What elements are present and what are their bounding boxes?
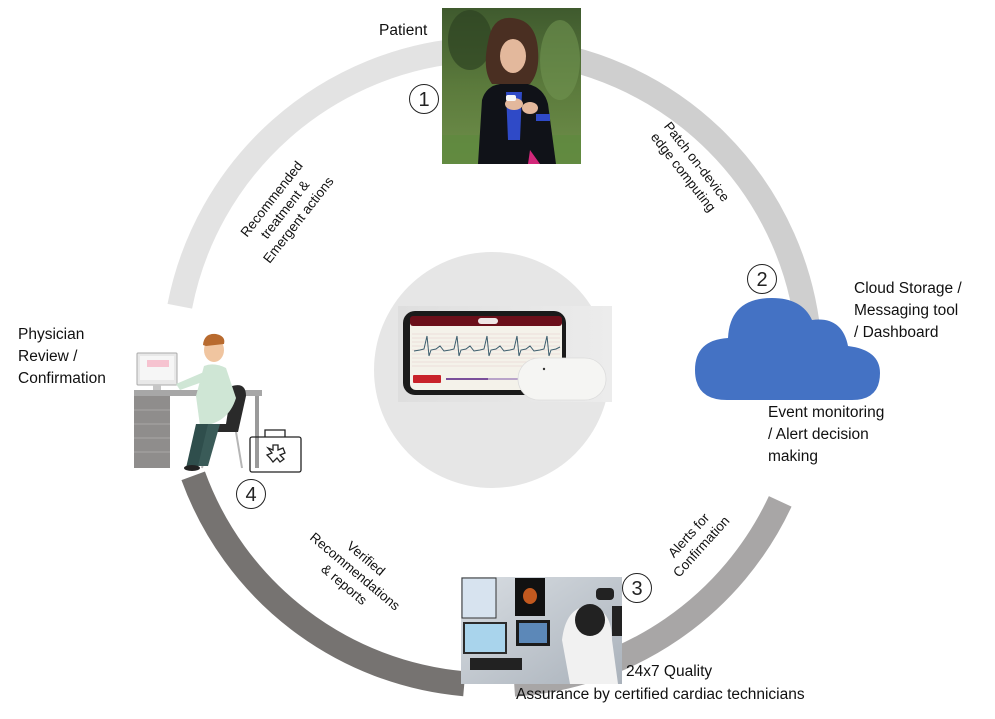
quality-assurance-label-line1: 24x7 Quality <box>626 663 713 680</box>
stage-4-badge: 4 <box>236 479 266 509</box>
physician-label: Physician Review / Confirmation <box>18 326 106 387</box>
stage-2-badge: 2 <box>747 264 777 294</box>
recording-progress-fill <box>446 378 488 380</box>
patch-device <box>517 357 607 401</box>
arc-technicians-to-physician <box>181 471 466 697</box>
ecg-trace <box>413 335 561 357</box>
app-logo-badge <box>478 318 498 324</box>
event-monitoring-label: Event monitoring / Alert decision making <box>768 404 885 465</box>
cloud-storage-label: Cloud Storage / Messaging tool / Dashboa… <box>854 280 962 341</box>
cancel-button-graphic <box>413 375 441 383</box>
arc-physician-to-patient <box>167 37 471 309</box>
quality-assurance-label-line2: Assurance by certified cardiac technicia… <box>516 686 805 703</box>
patient-label: Patient <box>379 22 428 39</box>
center-device-image <box>398 306 612 402</box>
first-aid-kit-icon <box>249 429 302 473</box>
patient-photo <box>442 8 581 164</box>
stage-3-badge: 3 <box>622 573 652 603</box>
cloud-icon <box>695 298 880 400</box>
stage-1-badge: 1 <box>409 84 439 114</box>
monitoring-center-photo <box>461 577 622 684</box>
physician-illustration <box>134 333 262 471</box>
